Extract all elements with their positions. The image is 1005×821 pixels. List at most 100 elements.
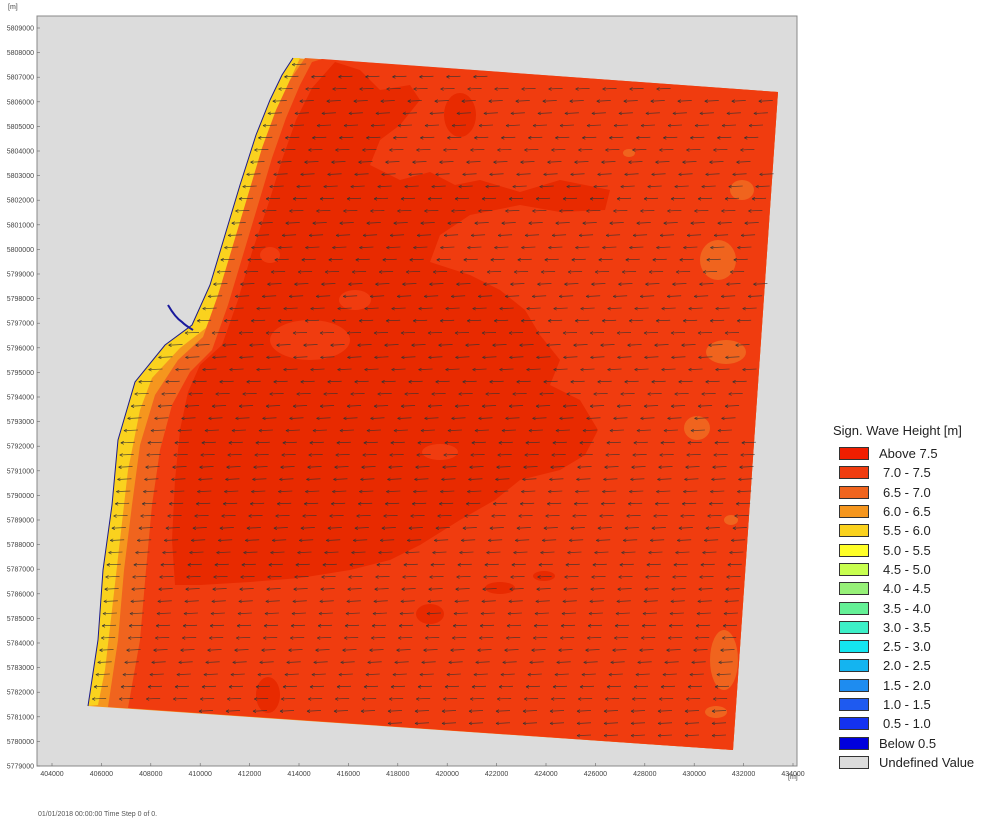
wave-vector-head <box>401 587 405 591</box>
wave-vector <box>132 576 147 578</box>
legend-swatch <box>839 620 869 634</box>
wave-vector-head <box>353 99 357 103</box>
wave-vector-head <box>236 636 240 640</box>
wave-vector-head <box>365 75 369 79</box>
wave-vector <box>173 698 188 700</box>
wave-vector-head <box>537 111 542 116</box>
wave-vector <box>113 515 128 517</box>
wave-vector-head <box>686 148 690 152</box>
wave-vector <box>649 271 664 273</box>
wave-vector-head <box>208 294 212 299</box>
wave-vector-head <box>101 624 106 628</box>
wave-vector-head <box>691 660 695 665</box>
wave-vector <box>218 539 233 541</box>
wave-vector <box>498 685 514 688</box>
wave-vector-head <box>608 672 612 677</box>
wave-vector-head <box>273 380 277 384</box>
wave-vector <box>669 612 684 614</box>
wave-vector-head <box>378 270 383 274</box>
y-tick-label: 5793000 <box>7 419 34 426</box>
wave-vector-head <box>597 380 601 384</box>
wave-vector <box>413 319 428 322</box>
wave-vector <box>386 319 401 322</box>
wave-vector <box>481 332 497 334</box>
wave-vector <box>642 612 657 614</box>
wave-vector <box>658 466 673 468</box>
wave-vector <box>487 271 502 273</box>
wave-vector-head <box>442 465 446 469</box>
wave-vector <box>548 246 563 248</box>
wave-vector-head <box>720 648 724 652</box>
wave-vector <box>618 112 633 114</box>
wave-vector-head <box>605 453 609 457</box>
wave-vector-head <box>289 294 293 299</box>
wave-vector-head <box>147 441 151 445</box>
wave-vector-head <box>265 331 270 335</box>
wave-vector <box>657 722 673 724</box>
legend-swatch <box>839 755 869 769</box>
wave-vector <box>461 100 476 102</box>
wave-vector-head <box>328 258 332 262</box>
wave-vector-head <box>647 184 651 189</box>
wave-vector-head <box>470 148 474 152</box>
wave-vector <box>398 637 413 639</box>
wave-vector-head <box>438 343 442 347</box>
y-tick-label: 5782000 <box>7 690 34 697</box>
wave-vector <box>574 161 589 163</box>
wave-vector-head <box>533 624 538 628</box>
wave-vector-head <box>711 733 716 738</box>
wave-vector <box>597 173 612 175</box>
wave-vector <box>279 710 295 712</box>
wave-vector-head <box>489 526 494 530</box>
wave-vector <box>332 246 347 248</box>
y-tick-label: 5805000 <box>7 124 34 131</box>
wave-vector <box>269 185 284 187</box>
wave-vector-head <box>502 660 506 665</box>
wave-patch-65-70 <box>623 149 635 157</box>
wave-vector <box>102 624 117 627</box>
wave-vector-head <box>758 99 762 103</box>
wave-vector <box>426 612 441 614</box>
wave-vector <box>385 161 400 163</box>
wave-vector-head <box>140 514 144 518</box>
wave-vector-head <box>575 87 579 91</box>
wave-vector-head <box>664 660 668 665</box>
wave-vector <box>364 368 379 370</box>
wave-vector-head <box>684 733 689 738</box>
wave-vector <box>311 673 326 675</box>
wave-vector-head <box>643 404 648 408</box>
wave-vector <box>147 441 162 444</box>
wave-vector <box>438 344 453 346</box>
wave-vector <box>659 698 674 700</box>
wave-vector-head <box>670 331 675 335</box>
wave-vector <box>623 100 638 102</box>
wave-vector <box>182 637 197 639</box>
wave-vector-head <box>624 172 628 177</box>
wave-vector <box>116 490 131 492</box>
wave-vector-head <box>224 245 228 250</box>
wave-vector <box>505 124 521 126</box>
wave-vector <box>198 478 213 480</box>
wave-vector <box>478 417 493 419</box>
wave-vector-head <box>416 453 420 457</box>
wave-vector <box>105 576 120 578</box>
wave-vector-head <box>138 380 142 384</box>
wave-vector <box>655 161 670 163</box>
wave-vector <box>601 161 616 163</box>
wave-vector <box>292 600 307 602</box>
wave-vector <box>483 112 498 114</box>
wave-vector-head <box>235 209 239 213</box>
wave-vector-head <box>555 136 559 140</box>
wave-vector <box>559 210 574 212</box>
wave-vector-head <box>321 111 326 116</box>
wave-vector <box>714 234 729 236</box>
wave-vector-head <box>613 294 617 299</box>
wave-vector <box>650 100 665 102</box>
wave-vector <box>293 197 308 200</box>
wave-vector <box>252 478 267 480</box>
wave-vector-head <box>351 550 355 555</box>
wave-vector-head <box>147 685 152 689</box>
wave-vector-head <box>245 538 249 543</box>
wave-vector <box>370 124 386 126</box>
wave-vector-head <box>448 660 452 665</box>
